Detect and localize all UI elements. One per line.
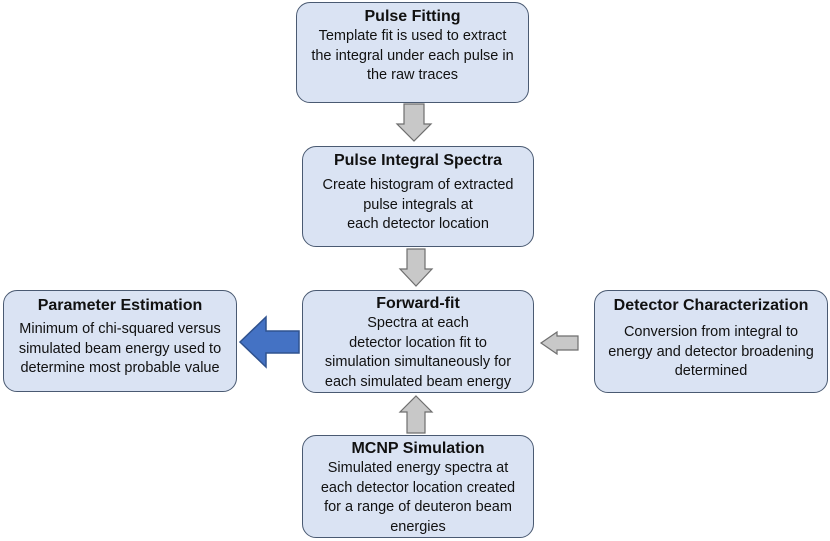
detector-characterization-box: Detector Characterization Conversion fro… [594,290,828,393]
pulse-integral-spectra-line-2: pulse integrals at [363,196,473,213]
forward-fit-line-2: detector location fit to [349,334,487,351]
pulse-fitting-box: Pulse Fitting Template fit is used to ex… [296,2,529,103]
parameter-estimation-line-1: Minimum of chi-squared versus [19,321,221,337]
forward-fit-line-1: Spectra at each [367,315,469,331]
pulse-integral-spectra-line-1: Create histogram of extracted [322,177,514,193]
mcnp-simulation-line-1: Simulated energy spectra at [327,460,509,476]
pulse-fitting-title: Pulse Fitting [364,8,461,25]
mcnp-simulation-title: MCNP Simulation [351,440,485,457]
left-arrow-icon [539,330,579,356]
forward-fit-box: Forward-fit Spectra at each detector loc… [302,290,534,393]
forward-fit-title: Forward-fit [376,295,460,312]
mcnp-simulation-line-4: energies [390,518,446,535]
detector-characterization-line-1: Conversion from integral to [623,324,799,340]
parameter-estimation-title: Parameter Estimation [37,297,203,314]
forward-fit-line-4: each simulated beam energy [324,373,512,390]
pulse-fitting-line-3: the raw traces [366,67,459,83]
left-arrow-icon [238,315,300,369]
detector-characterization-line-3: determined [674,363,748,379]
detector-characterization-line-2: energy and detector broadening [608,343,814,360]
detector-characterization-title: Detector Characterization [613,297,809,314]
down-arrow-icon [395,103,433,142]
pulse-fitting-line-1: Template fit is used to extract [318,28,507,44]
pulse-integral-spectra-title: Pulse Integral Spectra [333,152,503,169]
up-arrow-icon [398,395,434,434]
pulse-integral-spectra-box: Pulse Integral Spectra Create histogram … [302,146,534,247]
mcnp-simulation-line-2: each detector location created [320,479,516,496]
mcnp-simulation-box: MCNP Simulation Simulated energy spectra… [302,435,534,538]
down-arrow-icon [398,248,434,287]
parameter-estimation-line-3: determine most probable value [20,360,220,376]
pulse-integral-spectra-line-3: each detector location [347,216,489,232]
parameter-estimation-line-2: simulated beam energy used to [18,340,222,357]
mcnp-simulation-line-3: for a range of deuteron beam [324,499,512,515]
pulse-fitting-line-2: the integral under each pulse in [311,47,514,64]
parameter-estimation-box: Parameter Estimation Minimum of chi-squa… [3,290,237,392]
forward-fit-line-3: simulation simultaneously for [324,354,512,370]
